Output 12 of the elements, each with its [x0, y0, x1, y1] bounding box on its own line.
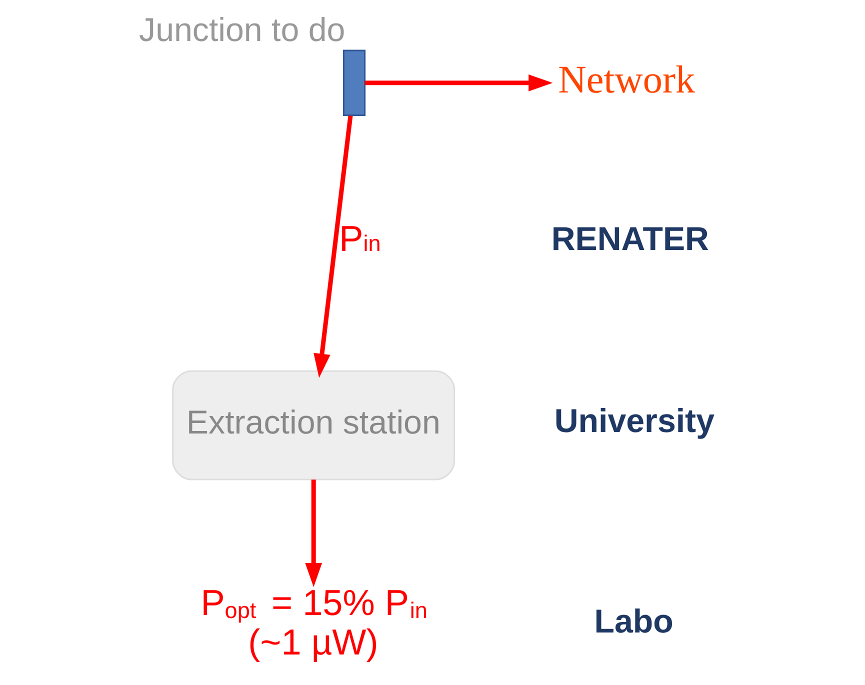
node-text: Network [558, 58, 696, 102]
node-bar [342, 50, 366, 116]
label: University [554, 403, 715, 440]
label: Labo [594, 603, 674, 640]
node-text: Popt = 15% Pin (~1 µW) [200, 582, 428, 662]
edge-label: Pin [339, 218, 381, 259]
arrow [305, 480, 322, 588]
arrow [314, 115, 353, 378]
label: RENATER [551, 221, 709, 258]
arrow [364, 74, 553, 92]
node-box: Extraction station [172, 370, 456, 480]
node-label: Junction to do [139, 12, 346, 49]
